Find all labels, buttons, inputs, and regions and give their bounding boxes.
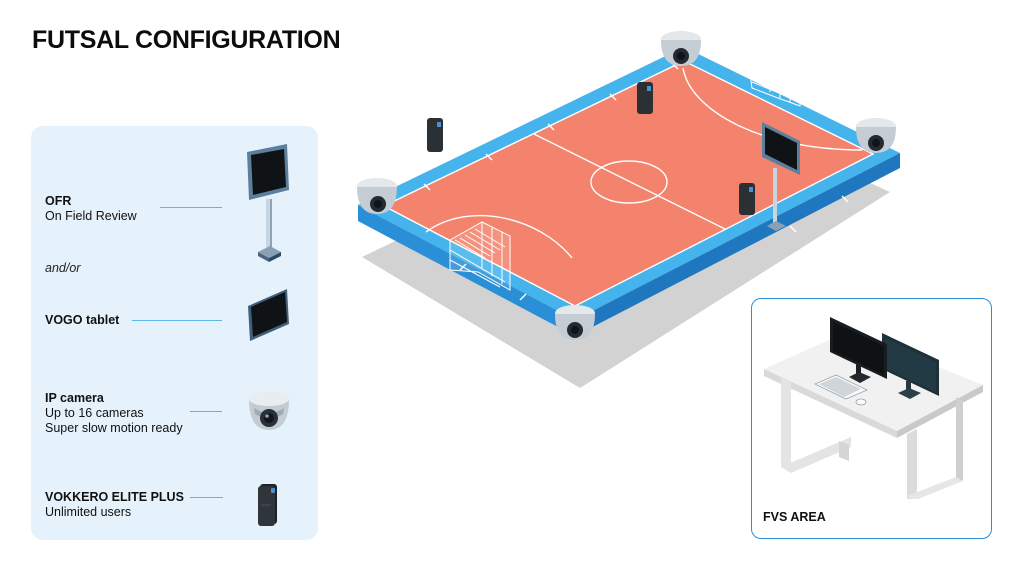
ip-camera-icon	[249, 392, 289, 430]
page-title: FUTSAL CONFIGURATION	[32, 26, 341, 54]
fvs-area-label: FVS AREA	[763, 510, 826, 524]
tablet-icon	[248, 289, 289, 341]
goal-left	[449, 221, 511, 291]
ofr-monitor-icon	[247, 144, 289, 262]
ip-camera-left	[357, 178, 397, 214]
futsal-court-illustration	[357, 31, 900, 388]
fvs-area-panel: FVS AREA	[751, 298, 992, 539]
court-lines	[382, 60, 875, 307]
legend-vokkero-name: VOKKERO ELITE PLUS	[45, 490, 184, 504]
legend-connector-vokkero	[190, 497, 223, 498]
mouse	[855, 398, 867, 406]
court-border-right-edge	[575, 153, 900, 336]
legend-connector-ofr	[160, 207, 222, 208]
fvs-desk-illustration	[764, 317, 983, 499]
court-field	[384, 61, 873, 306]
desk-top	[764, 331, 983, 431]
ip-camera-right	[856, 118, 896, 153]
desk-leg-front-left	[781, 378, 791, 471]
legend-item-tablet: VOGO tablet	[45, 313, 119, 328]
and-or-label: and/or	[45, 261, 81, 275]
legend-item-ip-camera: IP camera Up to 16 cameras Super slow mo…	[45, 391, 183, 436]
legend-item-vokkero: VOKKERO ELITE PLUS Unlimited users	[45, 490, 184, 520]
legend-connector-ip-camera	[190, 411, 222, 412]
legend-vokkero-description: Unlimited users	[45, 505, 132, 519]
ip-camera-bottom	[555, 305, 595, 340]
vokkero-device-icon	[258, 484, 277, 526]
legend-item-ofr: OFR On Field Review	[45, 194, 137, 224]
court-border-front-edge	[358, 205, 575, 336]
vokkero-device-1	[427, 118, 443, 152]
legend-connector-tablet	[132, 320, 222, 321]
legend-tablet-name: VOGO tablet	[45, 313, 120, 327]
legend-ofr-name: OFR	[45, 194, 72, 208]
legend-ip-camera-line-2: Super slow motion ready	[45, 421, 183, 435]
ip-camera-top	[661, 31, 701, 66]
vokkero-device-2	[637, 82, 653, 114]
court-ofr-monitor	[762, 122, 800, 231]
goal-right	[749, 65, 801, 107]
legend-ip-camera-name: IP camera	[45, 391, 104, 405]
vokkero-device-3	[739, 183, 755, 215]
legend-ip-camera-line-1: Up to 16 cameras	[45, 406, 144, 420]
desk-leg-front-right	[907, 429, 917, 499]
legend-panel: OFR On Field Review and/or VOGO tablet I…	[31, 126, 318, 540]
legend-ofr-description: On Field Review	[45, 209, 137, 223]
